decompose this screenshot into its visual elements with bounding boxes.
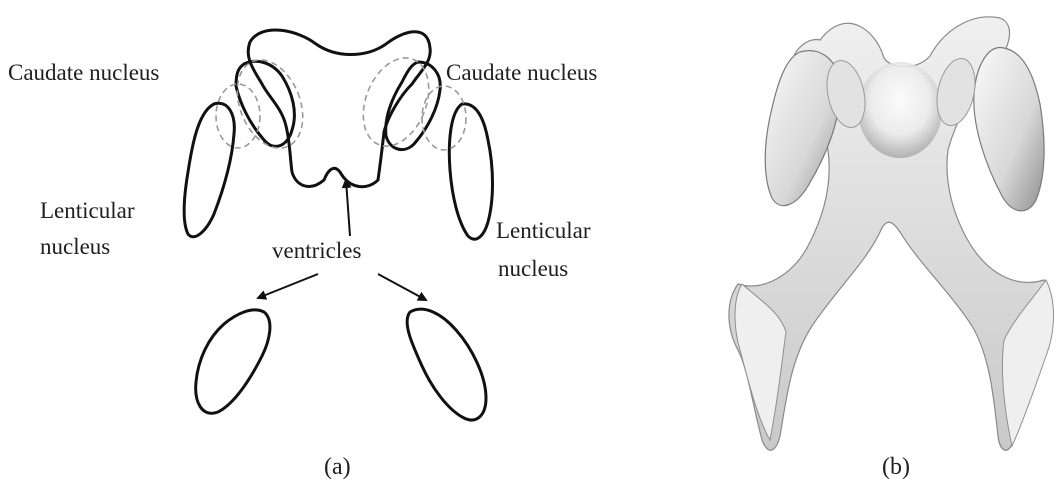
left-lenticular-contour (184, 103, 234, 236)
right-lower-horn-contour (407, 309, 486, 420)
panel-b-3d-model (729, 17, 1054, 450)
arrow-to-central (346, 180, 350, 236)
right-upper-horn (974, 48, 1044, 211)
label-caudate-nucleus-left: Caudate nucleus (8, 58, 159, 88)
arrow-to-right-horn (378, 274, 426, 300)
label-caudate-nucleus-right: Caudate nucleus (446, 58, 597, 88)
label-lenticular-right-line2: nucleus (498, 254, 568, 284)
central-highlight (858, 62, 942, 158)
label-lenticular-left-line2: nucleus (40, 232, 110, 262)
central-ventricle-contour (248, 30, 430, 187)
left-lower-horn-contour (196, 310, 270, 413)
caption-panel-a: (a) (324, 452, 351, 482)
label-lenticular-left-line1: Lenticular (40, 196, 135, 226)
left-caudate-contour (236, 61, 294, 146)
label-lenticular-right-line1: Lenticular (496, 216, 591, 246)
panel-a-diagram (184, 30, 492, 420)
arrow-to-left-horn (258, 274, 318, 298)
label-ventricles: ventricles (272, 236, 361, 266)
right-lenticular-contour (449, 104, 492, 239)
caption-panel-b: (b) (882, 452, 910, 482)
